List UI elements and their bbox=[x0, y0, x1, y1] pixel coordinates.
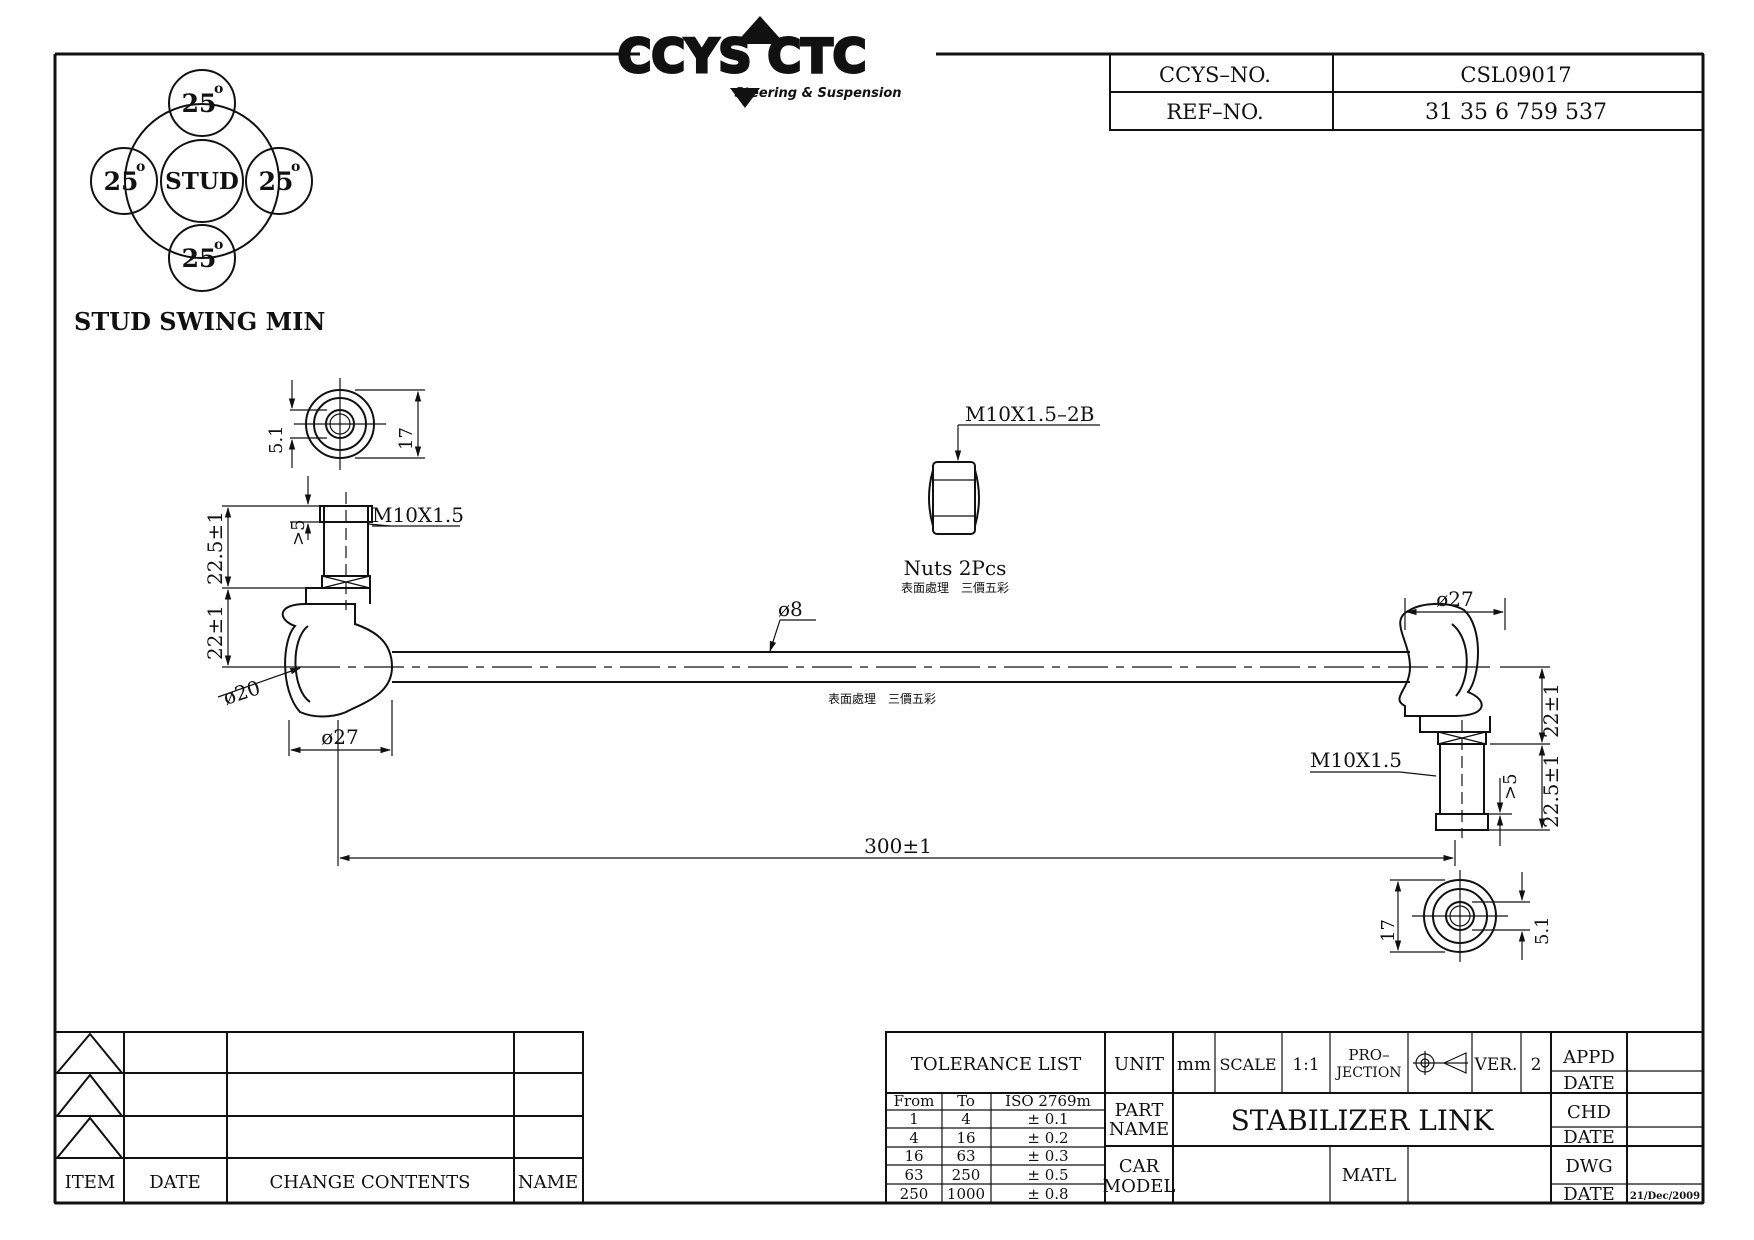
swing-angle-bottom: 25 bbox=[182, 244, 217, 273]
overall-length-label: 300±1 bbox=[864, 834, 932, 858]
logo-tagline: Steering & Suspension bbox=[734, 86, 901, 101]
stabilizer-link: 表面處理 三價五彩 ø8 bbox=[281, 492, 1491, 838]
dwg-date-value: 21/Dec/2009 bbox=[1630, 1191, 1700, 1202]
rod-finish-label: 表面處理 三價五彩 bbox=[828, 692, 936, 706]
chd-label: CHD bbox=[1567, 1102, 1611, 1123]
tol-row-5-to: 1000 bbox=[947, 1185, 985, 1203]
left-thread-label: M10X1.5 bbox=[372, 503, 464, 527]
tol-row-3-to: 63 bbox=[956, 1147, 975, 1165]
left-nut-view: 5.1 17 bbox=[266, 378, 425, 470]
swing-angle-right: 25 bbox=[259, 167, 294, 196]
ver-value: 2 bbox=[1531, 1055, 1542, 1075]
tol-row-5-from: 250 bbox=[900, 1185, 929, 1203]
left-gt5-dim: >5 bbox=[288, 519, 309, 546]
tol-row-5-value: ± 0.8 bbox=[1027, 1185, 1068, 1203]
overall-length-dimension: 300±1 bbox=[337, 720, 1456, 866]
stud-swing-diagram: STUD 25 25 25 25 o o o o STUD SWING MIN bbox=[74, 69, 325, 336]
left-nut-od-dim: 17 bbox=[396, 427, 417, 450]
projection-label-line2: JECTION bbox=[1334, 1065, 1401, 1081]
nut-spec-label: M10X1.5–2B bbox=[965, 402, 1094, 426]
rod-diameter-label: ø8 bbox=[778, 597, 803, 621]
rev-header-date: DATE bbox=[149, 1172, 201, 1193]
tol-header-from: From bbox=[894, 1092, 935, 1110]
projection-label-line1: PRO– bbox=[1348, 1046, 1389, 1064]
degree-mark-top: o bbox=[214, 81, 223, 97]
nuts-finish-label: 表面處理 三價五彩 bbox=[901, 581, 1009, 595]
stud-swing-caption: STUD SWING MIN bbox=[74, 307, 325, 336]
swing-angle-left: 25 bbox=[104, 167, 139, 196]
scale-value: 1:1 bbox=[1292, 1055, 1319, 1075]
ccys-no-label: CCYS–NO. bbox=[1159, 63, 1271, 87]
tol-row-3-value: ± 0.3 bbox=[1027, 1147, 1068, 1165]
stud-center-label: STUD bbox=[165, 168, 239, 195]
header-number-table: CCYS–NO. CSL09017 REF–NO. 31 35 6 759 53… bbox=[1109, 53, 1704, 131]
tol-row-4-to: 250 bbox=[952, 1166, 981, 1184]
loose-nut: M10X1.5–2B Nuts 2Pcs 表面處理 三價五彩 bbox=[901, 402, 1100, 595]
right-dimensions: ø27 22±1 22.5±1 >5 M10X1.5 bbox=[1310, 587, 1563, 846]
dwg-date-label: DATE bbox=[1563, 1184, 1615, 1205]
appd-label: APPD bbox=[1562, 1047, 1615, 1068]
tol-row-1-value: ± 0.1 bbox=[1027, 1110, 1068, 1128]
tol-row-4-value: ± 0.5 bbox=[1027, 1166, 1068, 1184]
scale-label: SCALE bbox=[1219, 1055, 1276, 1074]
left-body-height-dim: 22±1 bbox=[203, 605, 227, 660]
chd-date-label: DATE bbox=[1563, 1127, 1615, 1148]
unit-label: UNIT bbox=[1114, 1054, 1164, 1075]
part-name-label-line1: PART bbox=[1115, 1100, 1164, 1121]
left-ball-dia-label: ø20 bbox=[220, 675, 263, 709]
tol-row-1-to: 4 bbox=[961, 1110, 971, 1128]
nuts-count-label: Nuts 2Pcs bbox=[904, 556, 1007, 580]
title-block: TOLERANCE LIST From To ISO 2769m 1 4 ± 0… bbox=[885, 1031, 1704, 1205]
left-nut-width-dim: 5.1 bbox=[266, 425, 287, 454]
rev-header-item: ITEM bbox=[65, 1172, 116, 1193]
appd-date-label: DATE bbox=[1563, 1073, 1615, 1094]
car-model-label-line2: MODEL bbox=[1103, 1176, 1176, 1197]
right-thread-label: M10X1.5 bbox=[1310, 748, 1402, 772]
rev-header-change-contents: CHANGE CONTENTS bbox=[270, 1172, 471, 1193]
ref-no-value: 31 35 6 759 537 bbox=[1425, 100, 1607, 125]
matl-label: MATL bbox=[1342, 1165, 1396, 1186]
logo-brand: CCYS CTC bbox=[618, 29, 867, 83]
brand-logo: CCYS CTC Steering & Suspension bbox=[616, 16, 902, 108]
right-nut-width-dim: 5.1 bbox=[1532, 916, 1553, 945]
right-body-height-dim: 22±1 bbox=[1539, 683, 1563, 738]
ccys-no-value: CSL09017 bbox=[1460, 63, 1571, 87]
rev-header-name: NAME bbox=[518, 1172, 578, 1193]
right-stud-length-dim: 22.5±1 bbox=[1539, 754, 1563, 828]
tol-row-1-from: 1 bbox=[909, 1110, 919, 1128]
unit-value: mm bbox=[1177, 1054, 1211, 1075]
ver-label: VER. bbox=[1474, 1055, 1518, 1075]
tol-row-3-from: 16 bbox=[904, 1147, 923, 1165]
left-stud-length-dim: 22.5±1 bbox=[203, 511, 227, 585]
car-model-label-line1: CAR bbox=[1119, 1156, 1160, 1177]
left-dimensions: 22.5±1 22±1 >5 M10X1.5 ø20 ø27 bbox=[203, 476, 464, 756]
tol-row-2-value: ± 0.2 bbox=[1027, 1129, 1068, 1147]
ref-no-label: REF–NO. bbox=[1166, 100, 1263, 124]
tol-row-4-from: 63 bbox=[904, 1166, 923, 1184]
tol-row-2-to: 16 bbox=[956, 1129, 975, 1147]
part-name-label-line2: NAME bbox=[1109, 1119, 1169, 1140]
degree-mark-left: o bbox=[136, 159, 145, 175]
dwg-label: DWG bbox=[1565, 1156, 1612, 1177]
tol-header-to: To bbox=[957, 1092, 975, 1110]
first-angle-projection-icon bbox=[1413, 1051, 1468, 1075]
left-housing-dia-label: ø27 bbox=[321, 725, 359, 749]
tol-row-2-from: 4 bbox=[909, 1129, 919, 1147]
degree-mark-right: o bbox=[291, 159, 300, 175]
part-name-value: STABILIZER LINK bbox=[1231, 1104, 1495, 1137]
right-gt5-dim: >5 bbox=[1500, 773, 1521, 800]
revision-table: ITEM DATE CHANGE CONTENTS NAME bbox=[54, 1031, 584, 1204]
swing-angle-top: 25 bbox=[182, 89, 217, 118]
right-housing-dia-label: ø27 bbox=[1436, 587, 1474, 611]
degree-mark-bottom: o bbox=[214, 237, 223, 253]
right-nut-od-dim: 17 bbox=[1378, 919, 1399, 942]
tolerance-title: TOLERANCE LIST bbox=[911, 1054, 1081, 1075]
right-nut-view: 17 5.1 bbox=[1378, 870, 1553, 962]
tol-header-iso: ISO 2769m bbox=[1005, 1092, 1091, 1110]
